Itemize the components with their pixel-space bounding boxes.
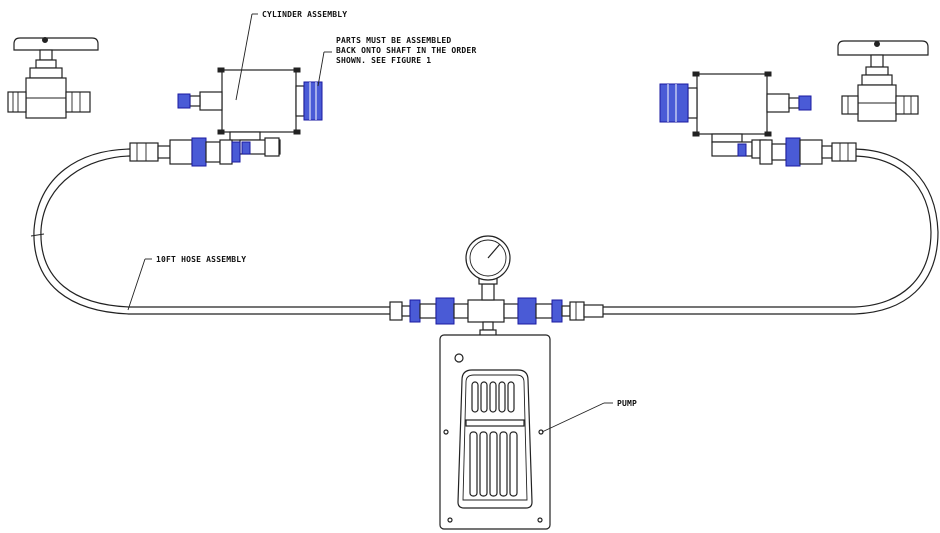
parts-note-line-1: PARTS MUST BE ASSEMBLED [336, 36, 451, 45]
left-top-coupler-chain [129, 137, 241, 167]
pump [439, 334, 551, 530]
hose-assembly-label: 10FT HOSE ASSEMBLY [156, 255, 246, 264]
left-cylinder-assembly [177, 67, 323, 157]
right-top-coupler-chain [759, 137, 857, 167]
parts-note-line-3: SHOWN. SEE FIGURE 1 [336, 56, 431, 65]
left-ball-valve [7, 37, 99, 119]
right-ball-valve [837, 40, 929, 122]
hose-assembly [30, 148, 939, 315]
leader-lines [127, 13, 613, 433]
pump-label: PUMP [617, 399, 637, 408]
parts-note-line-2: BACK ONTO SHAFT IN THE ORDER [336, 46, 476, 55]
cylinder-assembly-label: CYLINDER ASSEMBLY [262, 10, 347, 19]
right-cylinder-assembly [659, 71, 812, 159]
